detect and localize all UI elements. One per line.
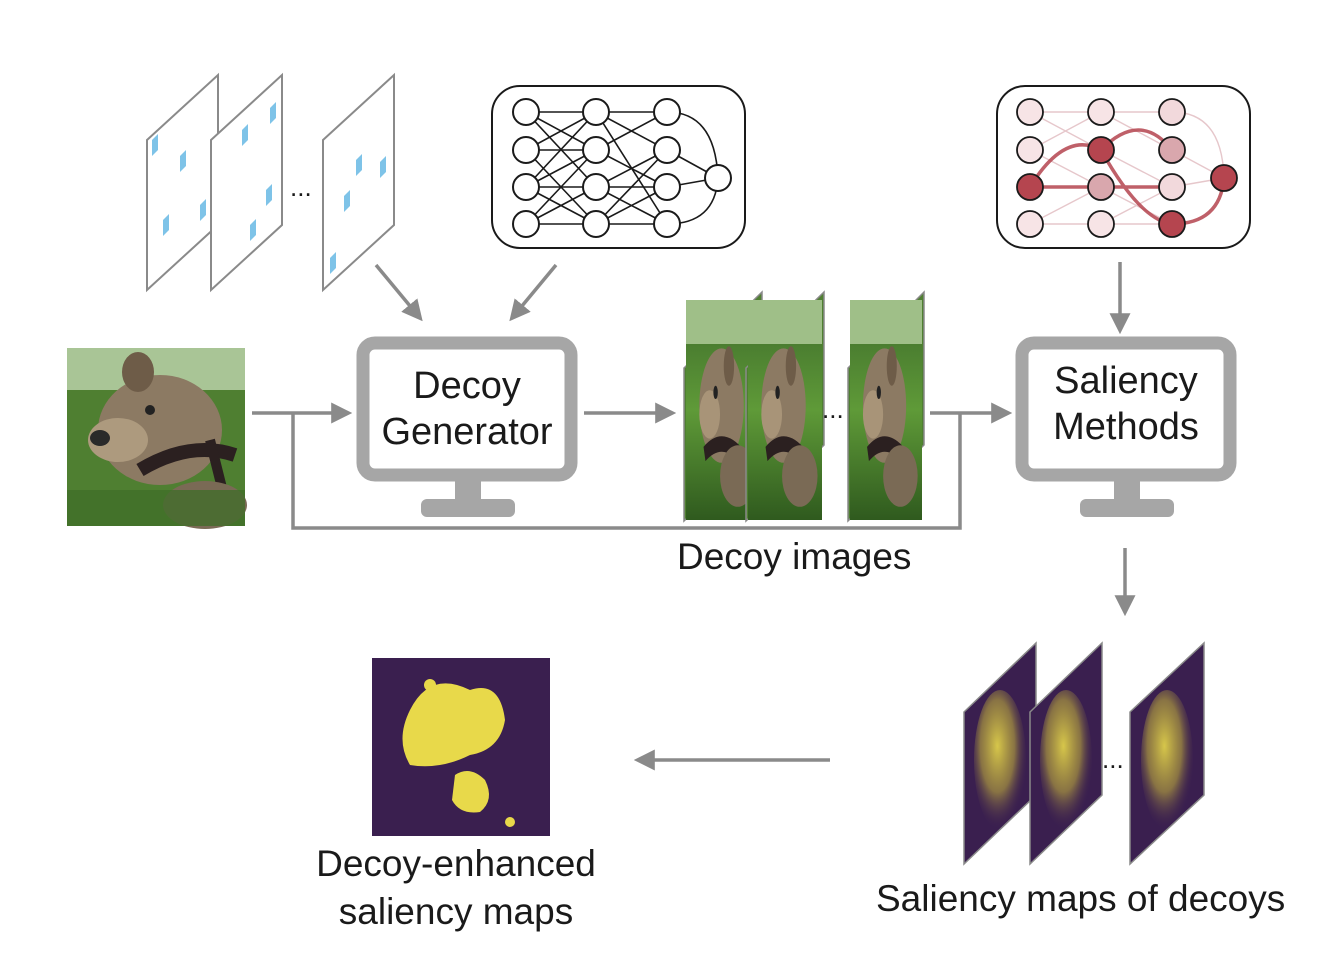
decoy-generator-label: Decoy Generator — [370, 363, 564, 455]
mask-patch — [356, 154, 362, 176]
decoy-ellipsis: ... — [822, 394, 844, 424]
saliency-methods-line1: Saliency — [1054, 360, 1198, 402]
mask-patch — [250, 219, 256, 241]
saliency-ellipsis: ... — [1102, 744, 1124, 774]
saliency-maps-stack: ... — [963, 641, 1205, 866]
enhanced-caption-line1: Decoy-enhanced — [316, 843, 596, 884]
saliency-methods-label: Saliency Methods — [1029, 358, 1223, 450]
mask-patch — [180, 150, 186, 172]
saliency-methods-line2: Methods — [1053, 406, 1199, 448]
mask-patch — [163, 214, 169, 236]
saliency-map-1 — [963, 641, 1037, 866]
mask-patch — [152, 134, 158, 156]
saliency-methods-monitor — [1015, 336, 1237, 517]
enhanced-caption-line2: saliency maps — [338, 891, 574, 932]
decoy-image-2 — [745, 290, 825, 523]
enhanced-maps-caption: Decoy-enhanced saliency maps — [296, 840, 616, 936]
decoy-images-stack: ... — [683, 290, 925, 523]
decoy-image-3 — [847, 290, 925, 523]
mask-patch — [380, 156, 386, 178]
mask-ellipsis: ... — [290, 172, 312, 202]
mask-stack-icon: ... — [146, 72, 395, 293]
mask-patch — [330, 252, 336, 274]
saliency-maps-caption: Saliency maps of decoys — [876, 878, 1286, 919]
mask-patch — [270, 102, 276, 124]
input-dog-image — [67, 348, 247, 529]
neural-network-icon — [491, 85, 746, 249]
decoy-generator-line1: Decoy — [413, 365, 521, 407]
saliency-map-2 — [1029, 641, 1103, 866]
mask-patch — [242, 124, 248, 146]
decoy-generator-monitor — [356, 336, 578, 517]
flow-arrows — [252, 262, 1136, 771]
arrow-masks-to-generator — [374, 263, 423, 322]
mask-patch — [344, 190, 350, 212]
mask-patch — [266, 184, 272, 206]
mask-panel-3 — [322, 72, 395, 293]
attributed-network-icon — [996, 85, 1251, 249]
mask-panel-1 — [146, 72, 219, 293]
bypass-connector — [291, 413, 962, 530]
arrow-network-to-generator — [509, 263, 558, 322]
mask-panel-2 — [210, 72, 283, 293]
mask-patch — [200, 199, 206, 221]
saliency-map-3 — [1129, 641, 1205, 866]
enhanced-saliency-map — [372, 658, 550, 836]
decoy-images-caption: Decoy images — [677, 536, 912, 577]
decoy-generator-line2: Generator — [381, 411, 553, 453]
